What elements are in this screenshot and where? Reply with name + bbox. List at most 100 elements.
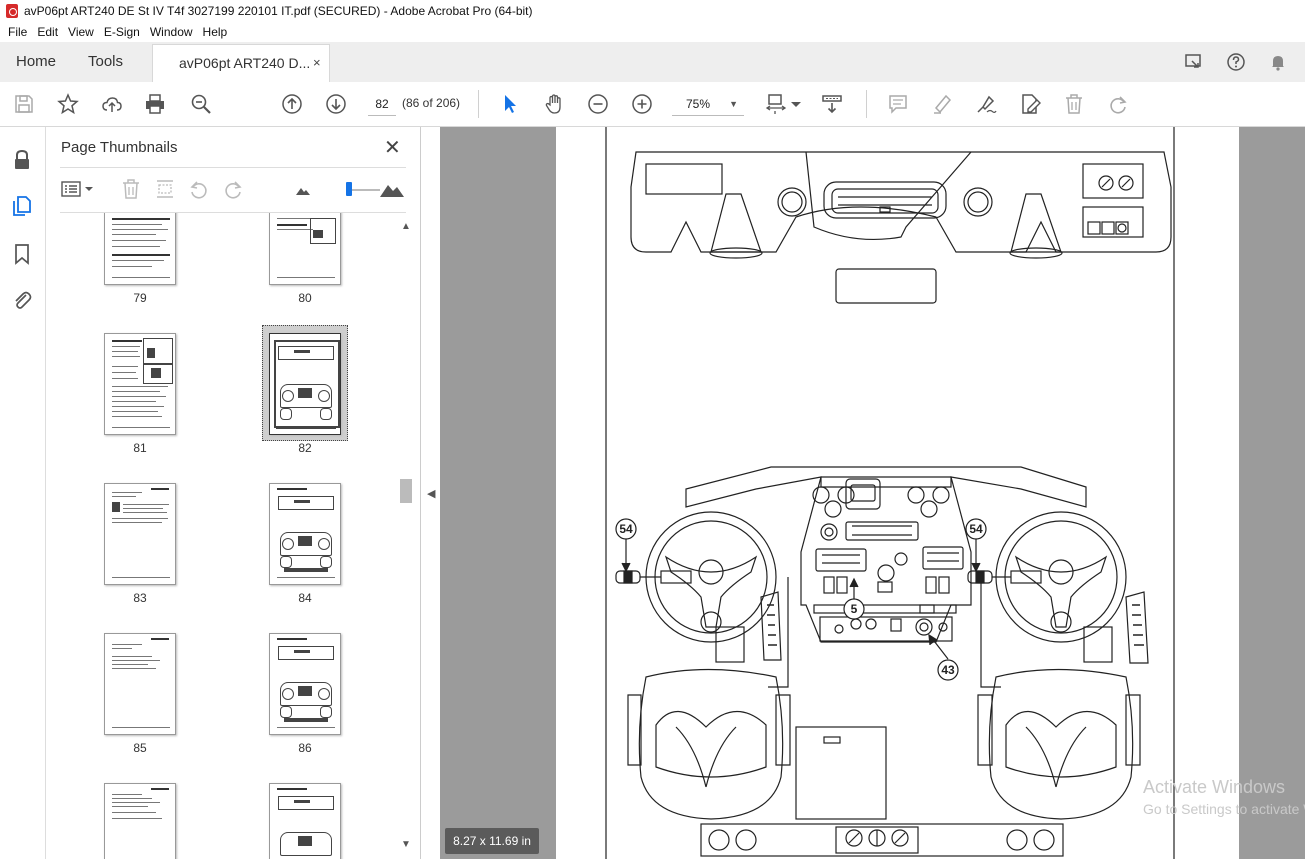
scroll-up-icon[interactable]: ▲ [401,221,411,232]
callout-label: 5 [851,602,858,616]
thumbnail-scrollbar[interactable]: ▲ ▼ [398,213,414,859]
dashboard-technical-drawing: 54 54 5 43 [605,127,1175,859]
highlight-pen-icon[interactable] [930,92,954,116]
rotate-counterclockwise-icon[interactable] [188,178,210,200]
menu-window[interactable]: Window [149,25,193,39]
page-thumbnails-panel: Page Thumbnails ✕ [46,127,421,859]
callout-label: 43 [941,663,955,677]
tab-home[interactable]: Home [16,53,57,70]
comment-icon[interactable] [886,92,910,116]
select-cursor-icon[interactable] [498,92,522,116]
toolbar-divider [478,90,479,118]
thumbnail-list: 79 80 [60,213,396,859]
thumbnail-page-number: 81 [133,441,147,455]
activate-windows-watermark: Activate Windows [1143,777,1286,797]
page-thumbnail[interactable] [269,483,341,585]
thumbnail-large-icon[interactable] [378,178,406,200]
page-thumbnail[interactable] [269,783,341,859]
share-screen-icon[interactable] [1184,52,1204,72]
callout-label: 54 [969,522,983,536]
page-thumbnail[interactable] [104,783,176,859]
page-fit-icon[interactable] [764,92,788,116]
collapse-arrow-icon[interactable]: ◀ [427,488,436,500]
menu-bar: File Edit View E-Sign Window Help [0,22,1305,42]
main-toolbar: 82 (86 of 206) 75% ▼ [0,82,1305,127]
trash-icon[interactable] [1062,92,1086,116]
chevron-down-icon: ▼ [729,99,738,109]
page-thumbnail[interactable] [269,213,341,285]
tab-bar: Home Tools avP06pt ART240 D... × [0,42,1305,83]
page-thumbnail[interactable] [104,213,176,285]
tab-document[interactable]: avP06pt ART240 D... × [152,44,330,82]
menu-esign[interactable]: E-Sign [103,25,140,39]
zoom-search-icon[interactable] [189,92,213,116]
print-icon[interactable] [143,92,167,116]
bookmark-star-icon[interactable] [56,92,80,116]
thumbnail-page-number: 82 [298,441,312,455]
notifications-bell-icon[interactable] [1268,52,1288,72]
attachments-paperclip-icon[interactable] [11,289,33,311]
close-panel-icon[interactable]: ✕ [384,137,401,159]
rotate-clockwise-icon[interactable] [222,178,244,200]
thumbnail-size-slider-handle[interactable] [346,182,352,196]
callout-54-right [965,518,987,540]
tab-tools[interactable]: Tools [88,53,124,70]
page-fit-dropdown-icon[interactable] [784,92,808,116]
callout-43 [937,659,959,681]
title-bar: avP06pt ART240 DE St IV T4f 3027199 2201… [0,0,1305,22]
window-title: avP06pt ART240 DE St IV T4f 3027199 2201… [24,4,533,18]
zoom-in-icon[interactable] [630,92,654,116]
menu-edit[interactable]: Edit [37,25,59,39]
thumbnail-page-number: 83 [133,591,147,605]
scroll-mode-icon[interactable] [820,92,844,116]
menu-view[interactable]: View [68,25,94,39]
thumbnail-page-number: 79 [133,291,147,305]
page-size-badge: 8.27 x 11.69 in [445,828,539,854]
scrollbar-thumb[interactable] [400,479,412,503]
extract-pages-icon[interactable] [154,178,176,200]
previous-page-icon[interactable] [280,92,304,116]
lock-icon[interactable] [11,149,33,171]
redo-icon[interactable] [1106,92,1130,116]
thumbnail-page-number: 86 [298,741,312,755]
thumbnail-small-icon[interactable] [292,178,314,200]
callout-54-left [615,518,637,540]
edit-pdf-icon[interactable] [1018,92,1042,116]
page-thumbnail[interactable] [104,483,176,585]
zoom-level-select[interactable]: 75% ▼ [672,93,744,116]
bookmarks-icon[interactable] [11,243,33,265]
page-thumbnails-icon[interactable] [11,195,33,217]
callout-label: 54 [619,522,633,536]
document-canvas[interactable]: 54 54 5 43 [440,127,1305,859]
thumbnail-page-number: 80 [298,291,312,305]
page-thumbnail-selected[interactable] [269,333,341,435]
scroll-down-icon[interactable]: ▼ [401,839,411,850]
help-icon[interactable] [1226,52,1246,72]
tab-close-icon[interactable]: × [313,55,321,70]
next-page-icon[interactable] [324,92,348,116]
menu-file[interactable]: File [8,25,28,39]
zoom-out-icon[interactable] [586,92,610,116]
panel-title: Page Thumbnails [61,139,178,156]
hand-tool-icon[interactable] [542,92,566,116]
save-icon[interactable] [12,92,36,116]
zoom-level-value: 75% [686,97,711,111]
delete-page-icon[interactable] [120,178,142,200]
page-thumbnail[interactable] [104,333,176,435]
pdf-page: 54 54 5 43 [556,127,1239,859]
page-number-input[interactable]: 82 [368,93,396,116]
toolbar-divider [866,90,867,118]
left-navigation-rail [0,127,46,859]
page-thumbnail[interactable] [104,633,176,735]
upload-cloud-icon[interactable] [100,92,124,116]
sign-pen-icon[interactable] [974,92,998,116]
thumbnail-page-number: 84 [298,591,312,605]
thumbnail-size-slider[interactable] [348,189,380,191]
thumbnail-options-icon[interactable] [60,178,96,200]
thumbnail-page-number: 85 [133,741,147,755]
page-thumbnail[interactable] [269,633,341,735]
callout-5 [843,598,865,620]
acrobat-app-icon [6,4,18,18]
menu-help[interactable]: Help [202,25,228,39]
panel-collapse-handle[interactable]: ◀ [422,127,440,859]
